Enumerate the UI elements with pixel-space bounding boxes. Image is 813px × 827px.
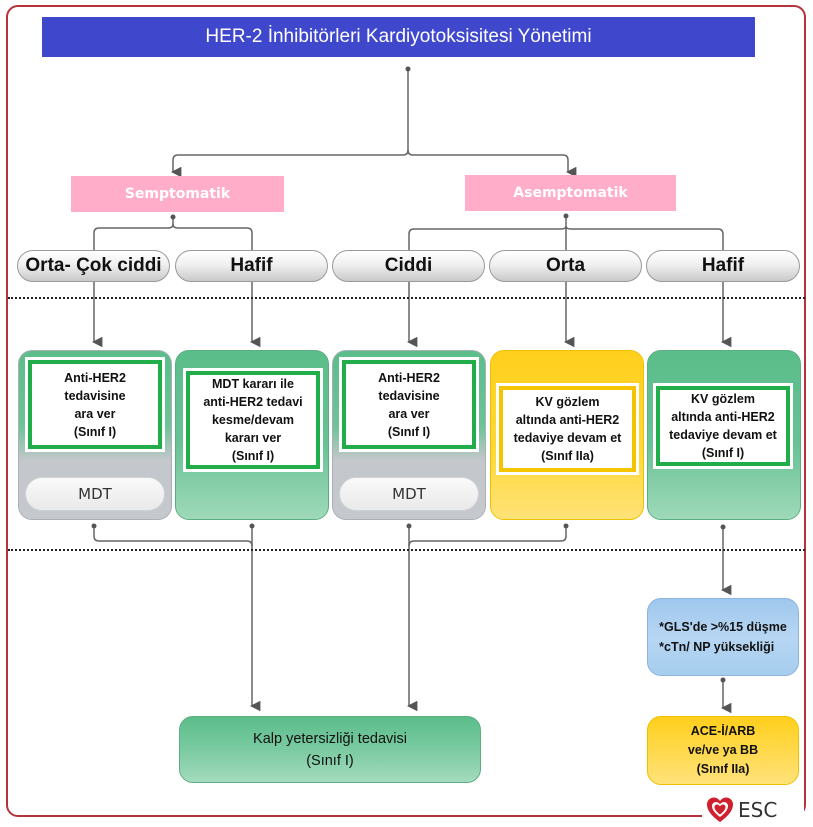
mdt-badge-3: MDT [339, 477, 479, 511]
connector-title [173, 68, 409, 172]
heart-failure-treatment: Kalp yetersizliği tedavisi (Sınıf I) [179, 716, 481, 783]
severity-moderate-severe-symptomatic: Orta- Çok ciddi [17, 250, 170, 282]
diagram-frame [6, 5, 806, 817]
heart-icon [707, 797, 733, 822]
action-text-5: KV gözlem altında anti-HER2 tedaviye dev… [656, 386, 790, 466]
connector-asemp [408, 215, 567, 252]
ace-arb-bb-therapy: ACE-İ/ARB ve/ve ya BB (Sınıf IIa) [647, 716, 799, 785]
connector-semp [93, 216, 174, 252]
connector-hf-right [408, 526, 567, 547]
severity-mild-asymptomatic: Hafif [646, 250, 800, 282]
action-card-3: Anti-HER2 tedavisine ara ver (Sınıf I) M… [332, 350, 486, 520]
esc-logo: ESC [702, 795, 804, 825]
monitoring-criteria: *GLS'de >%15 düşme *cTn/ NP yüksekliği [647, 598, 799, 676]
action-card-2: MDT kararı ile anti-HER2 tedavi kesme/de… [175, 350, 329, 520]
action-text-1: Anti-HER2 tedavisine ara ver (Sınıf I) [28, 360, 162, 449]
severity-mild-symptomatic: Hafif [175, 250, 328, 282]
mdt-badge-1: MDT [25, 477, 165, 511]
diagram-title: HER-2 İnhibitörleri Kardiyotoksisitesi Y… [42, 17, 755, 57]
severity-severe-asymptomatic: Ciddi [332, 250, 485, 282]
action-card-4: KV gözlem altında anti-HER2 tedaviye dev… [490, 350, 644, 520]
severity-moderate-asymptomatic: Orta [489, 250, 642, 282]
category-asymptomatic: Asemptomatik [465, 175, 676, 211]
action-text-3: Anti-HER2 tedavisine ara ver (Sınıf I) [342, 360, 476, 449]
connector-title-right [407, 149, 577, 178]
connector-hf-left [93, 526, 253, 547]
divider-top [8, 297, 805, 299]
connector-asemp-right [565, 225, 724, 252]
action-card-1: Anti-HER2 tedavisine ara ver (Sınıf I) M… [18, 350, 172, 520]
connector-semp-right [172, 223, 253, 252]
action-card-5: KV gözlem altında anti-HER2 tedaviye dev… [647, 350, 801, 520]
divider-bottom [8, 549, 805, 551]
category-symptomatic: Semptomatik [71, 176, 284, 212]
action-text-2: MDT kararı ile anti-HER2 tedavi kesme/de… [186, 371, 320, 469]
action-text-4: KV gözlem altında anti-HER2 tedaviye dev… [499, 386, 636, 472]
esc-logo-text: ESC [738, 798, 778, 822]
